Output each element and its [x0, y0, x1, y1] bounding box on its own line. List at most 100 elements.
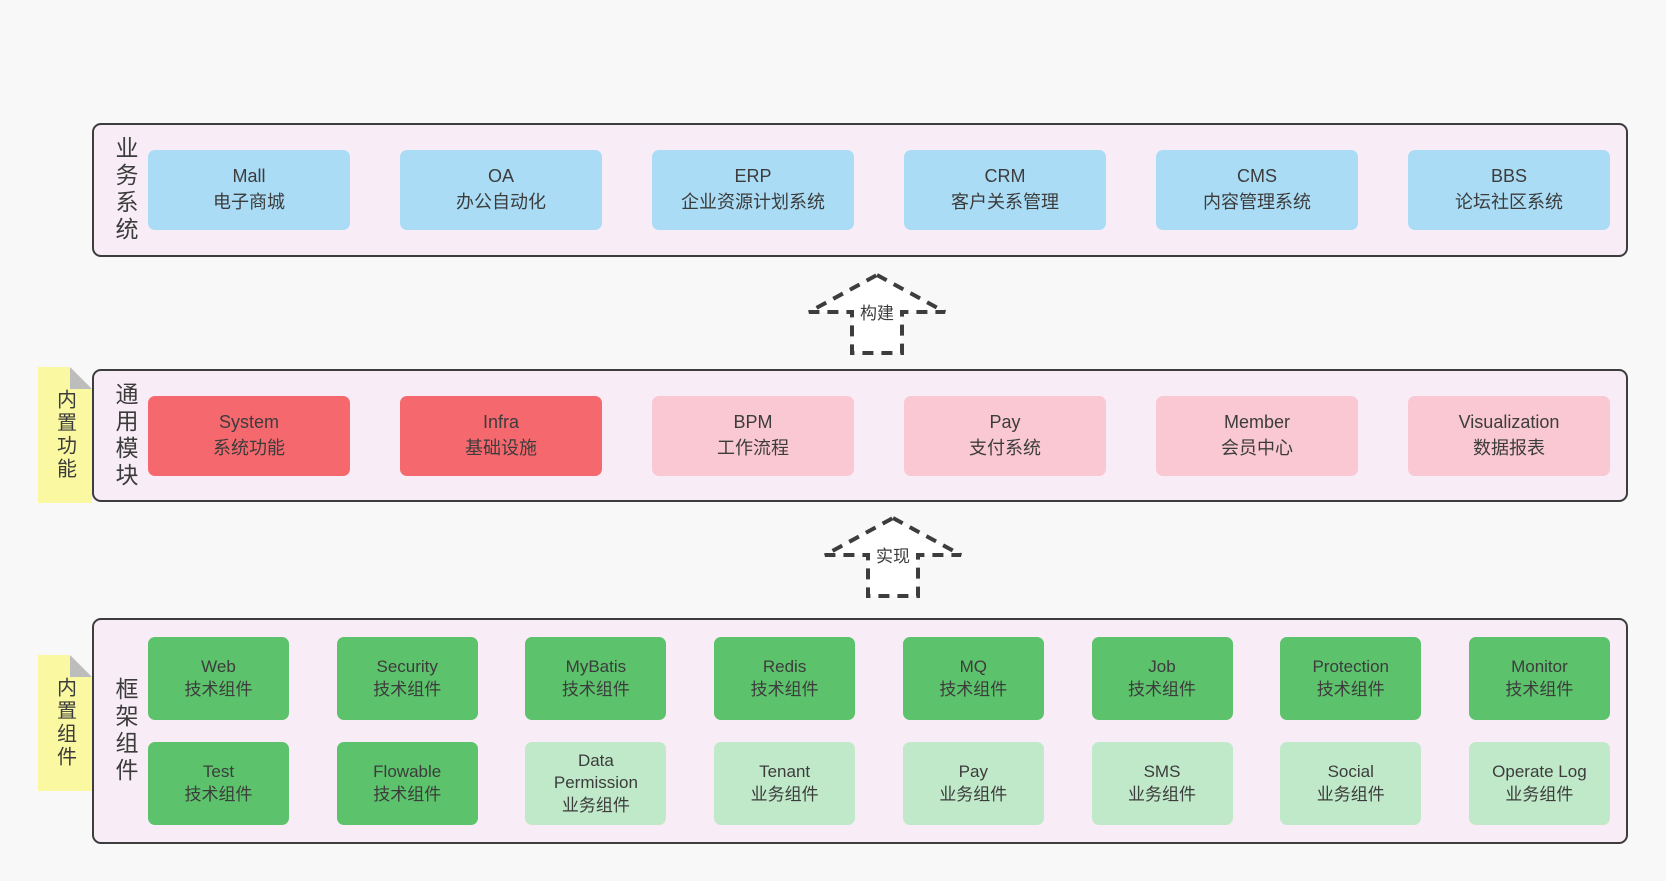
box-flowable: Flowable 技术组件 [336, 742, 478, 825]
box-test: Test 技术组件 [148, 742, 289, 825]
box-name: Visualization [1458, 411, 1560, 432]
box-desc: 论坛社区系统 [1455, 192, 1563, 212]
box-desc: 业务组件 [939, 784, 1008, 804]
sticky-note-built-in-components: 内置组件 [38, 655, 92, 791]
box-data-permission: Data Permission 业务组件 [525, 742, 667, 825]
box-cms: CMS 内容管理系统 [1156, 150, 1358, 230]
box-name: Social [1327, 762, 1374, 782]
implement-arrow-label: 实现 [876, 547, 910, 566]
box-desc: 业务组件 [1505, 784, 1574, 804]
box-redis: Redis 技术组件 [714, 637, 856, 720]
layer-label-business-systems: 业务系统 [112, 136, 138, 244]
box-pay-module: Pay 支付系统 [904, 395, 1106, 476]
box-name: Pay [958, 762, 988, 782]
box-name: Protection [1312, 657, 1389, 677]
box-name: Test [202, 762, 235, 782]
box-oa: OA 办公自动化 [400, 150, 602, 230]
box-name: Pay [989, 411, 1021, 432]
box-name: MQ [959, 657, 987, 677]
box-protection: Protection 技术组件 [1280, 637, 1422, 720]
box-name: ERP [734, 166, 772, 187]
box-desc: 内容管理系统 [1203, 192, 1311, 212]
box-web: Web 技术组件 [148, 637, 289, 720]
box-desc: 工作流程 [717, 437, 789, 458]
up-arrow-icon: 实现 [824, 515, 962, 598]
up-arrow-icon: 构建 [808, 272, 946, 355]
box-desc: 业务组件 [750, 784, 819, 804]
box-desc: 支付系统 [969, 437, 1041, 458]
framework-components-rows: Web 技术组件 Security 技术组件 MyBatis 技术组件 Redi… [148, 620, 1610, 842]
box-desc: 技术组件 [184, 679, 253, 699]
build-arrow-label: 构建 [860, 304, 894, 323]
box-mq: MQ 技术组件 [902, 637, 1044, 720]
box-desc: 电子商城 [213, 192, 285, 212]
box-desc: 数据报表 [1473, 437, 1545, 458]
box-name: Member [1223, 411, 1290, 432]
box-system: System 系统功能 [148, 395, 350, 476]
layer-framework-components: 框架组件 Web 技术组件 Security 技术组件 MyBatis 技术组件… [92, 618, 1628, 844]
layer-label-common-modules: 通用模块 [112, 381, 138, 490]
box-name: Data Permission [553, 750, 638, 793]
layer-label-framework-components: 框架组件 [112, 677, 138, 785]
box-name: Web [201, 657, 236, 677]
sticky-note-built-in-features: 内置功能 [38, 367, 92, 503]
box-desc: 业务组件 [1316, 784, 1385, 804]
box-desc: 系统功能 [213, 437, 285, 458]
box-bpm: BPM 工作流程 [652, 395, 854, 476]
box-desc: 技术组件 [1505, 679, 1574, 699]
box-name: Job [1148, 657, 1176, 677]
box-erp: ERP 企业资源计划系统 [652, 150, 854, 230]
box-member: Member 会员中心 [1156, 395, 1358, 476]
box-desc: 业务组件 [1128, 784, 1197, 804]
box-name: OA [487, 166, 514, 187]
layer-common-modules: 通用模块 System 系统功能 Infra 基础设施 BPM 工作流程 Pay… [92, 369, 1628, 502]
box-name: Security [376, 657, 438, 677]
box-desc: 办公自动化 [456, 192, 546, 212]
box-crm: CRM 客户关系管理 [904, 150, 1106, 230]
business-systems-row: Mall 电子商城 OA 办公自动化 ERP 企业资源计划系统 CRM 客户关系… [148, 125, 1610, 255]
box-name: Infra [482, 411, 520, 432]
box-tenant: Tenant 业务组件 [714, 742, 856, 825]
common-modules-row: System 系统功能 Infra 基础设施 BPM 工作流程 Pay 支付系统… [148, 371, 1610, 500]
layer-business-systems: 业务系统 Mall 电子商城 OA 办公自动化 ERP 企业资源计划系统 CRM… [92, 123, 1628, 257]
box-name: Tenant [759, 762, 811, 782]
implement-arrow: 实现 [822, 515, 964, 599]
box-name: System [218, 411, 279, 432]
box-desc: 技术组件 [561, 679, 630, 699]
box-social: Social 业务组件 [1280, 742, 1422, 825]
box-desc: 技术组件 [750, 679, 819, 699]
build-arrow: 构建 [806, 272, 948, 356]
box-name: Redis [762, 657, 807, 677]
framework-components-row-1: Web 技术组件 Security 技术组件 MyBatis 技术组件 Redi… [148, 637, 1610, 720]
box-desc: 客户关系管理 [951, 192, 1059, 212]
box-name: CRM [984, 166, 1026, 187]
box-name: Operate Log [1492, 762, 1587, 782]
box-desc: 业务组件 [561, 795, 630, 815]
box-name: Flowable [373, 762, 442, 782]
box-bbs: BBS 论坛社区系统 [1408, 150, 1610, 230]
box-security: Security 技术组件 [336, 637, 478, 720]
box-sms: SMS 业务组件 [1091, 742, 1233, 825]
box-mybatis: MyBatis 技术组件 [525, 637, 667, 720]
box-visualization: Visualization 数据报表 [1408, 395, 1610, 476]
box-name: MyBatis [565, 657, 627, 677]
box-name: SMS [1143, 762, 1181, 782]
box-name: BPM [733, 411, 773, 432]
box-desc: 会员中心 [1221, 437, 1293, 458]
box-desc: 技术组件 [939, 679, 1008, 699]
box-desc: 技术组件 [184, 784, 253, 804]
box-name: Mall [232, 166, 266, 187]
box-desc: 基础设施 [465, 437, 537, 458]
box-mall: Mall 电子商城 [148, 150, 350, 230]
box-desc: 企业资源计划系统 [681, 192, 825, 212]
box-desc: 技术组件 [373, 679, 442, 699]
box-infra: Infra 基础设施 [400, 395, 602, 476]
sticky-note-label: 内置组件 [53, 677, 76, 769]
framework-components-row-2: Test 技术组件 Flowable 技术组件 Data Permission … [148, 742, 1610, 825]
box-operate-log: Operate Log 业务组件 [1468, 742, 1610, 825]
box-name: BBS [1490, 166, 1528, 187]
box-pay-component: Pay 业务组件 [902, 742, 1044, 825]
box-desc: 技术组件 [1128, 679, 1197, 699]
box-job: Job 技术组件 [1091, 637, 1233, 720]
